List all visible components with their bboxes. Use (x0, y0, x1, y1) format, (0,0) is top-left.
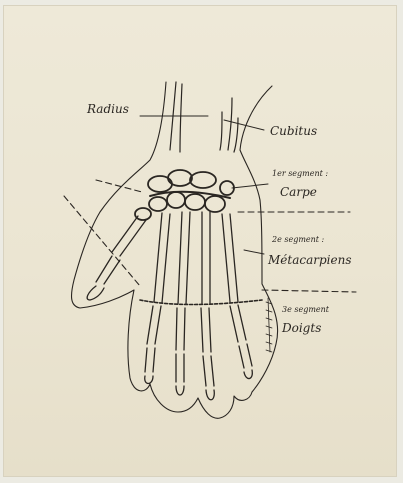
label-segment-1-title: 1er segment : (272, 170, 328, 178)
label-segment-2-title: 2e segment : (272, 236, 324, 244)
radius-bone (170, 82, 182, 152)
label-segment-3-title: 3e segment (282, 306, 329, 314)
metacarpal-bones (154, 212, 238, 304)
label-segment-2-name: Métacarpiens (268, 254, 351, 266)
hatch-marks (266, 298, 272, 352)
metacarpophalangeal-line (140, 300, 262, 305)
label-segment-3-name: Doigts (282, 322, 321, 334)
label-radius: Radius (87, 103, 129, 115)
leader-lines (140, 116, 268, 254)
finger-bones (145, 305, 253, 400)
label-segment-1-name: Carpe (280, 186, 317, 198)
cubitus-bone (220, 98, 238, 152)
label-cubitus: Cubitus (270, 125, 317, 137)
